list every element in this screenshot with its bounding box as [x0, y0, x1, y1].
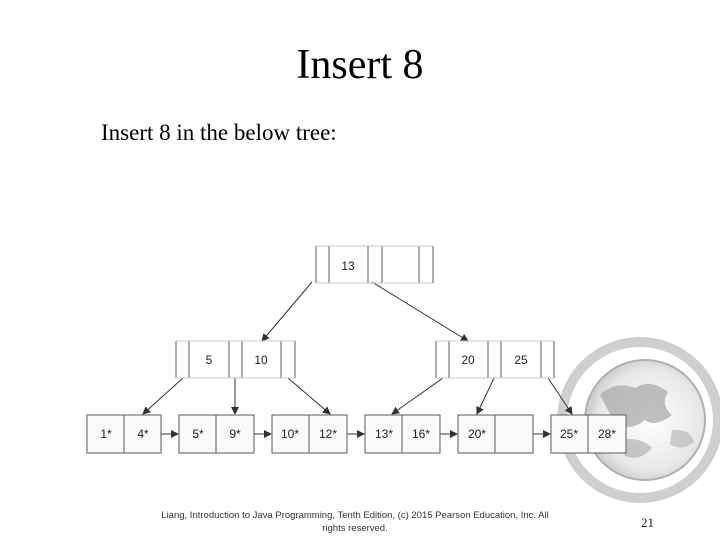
tree-edges [142, 281, 573, 438]
root-key-0: 13 [341, 259, 355, 273]
leaf-5-key-0: 20* [468, 427, 486, 441]
edge-r-p0 [391, 377, 444, 415]
edge-l-p2 [287, 377, 331, 415]
leaf-6 [550, 414, 627, 454]
footer-line-2: rights reserved. [322, 522, 388, 534]
edge-l-p0 [142, 377, 184, 415]
leaf-1-key-1: 4* [137, 427, 149, 441]
root-node [315, 245, 434, 284]
leaf-4 [364, 414, 441, 454]
internal-node-left [175, 340, 296, 379]
leaf-3-key-0: 10* [281, 427, 299, 441]
internal-right-key-0: 20 [461, 353, 475, 367]
page-number: 21 [641, 515, 654, 530]
internal-left-key-0: 5 [206, 353, 213, 367]
leaf-5 [457, 414, 534, 454]
footer-line-1: Liang, Introduction to Java Programming,… [161, 510, 549, 521]
leaf-6-key-1: 28* [598, 427, 616, 441]
leaf-1 [86, 414, 162, 454]
leaf-2-key-1: 9* [229, 427, 241, 441]
slide-subtitle: Insert 8 in the below tree: [101, 120, 337, 145]
edge-root-left [261, 281, 313, 342]
leaf-4-key-1: 16* [412, 427, 430, 441]
leaf-4-key-0: 13* [375, 427, 393, 441]
page-title: Insert 8 [296, 42, 424, 88]
internal-left-key-1: 10 [254, 353, 268, 367]
edge-r-p1 [476, 377, 495, 415]
edge-r-p2 [547, 377, 573, 415]
leaf-6-key-0: 25* [560, 427, 578, 441]
internal-node-right [435, 340, 555, 379]
edge-root-right [371, 281, 469, 342]
leaf-3-key-1: 12* [319, 427, 337, 441]
leaf-2 [178, 414, 255, 454]
internal-right-key-1: 25 [514, 353, 528, 367]
leaf-3 [271, 414, 348, 454]
leaf-2-key-0: 5* [192, 427, 204, 441]
leaf-1-key-0: 1* [100, 427, 112, 441]
footer-copyright: Liang, Introduction to Java Programming,… [140, 510, 570, 536]
